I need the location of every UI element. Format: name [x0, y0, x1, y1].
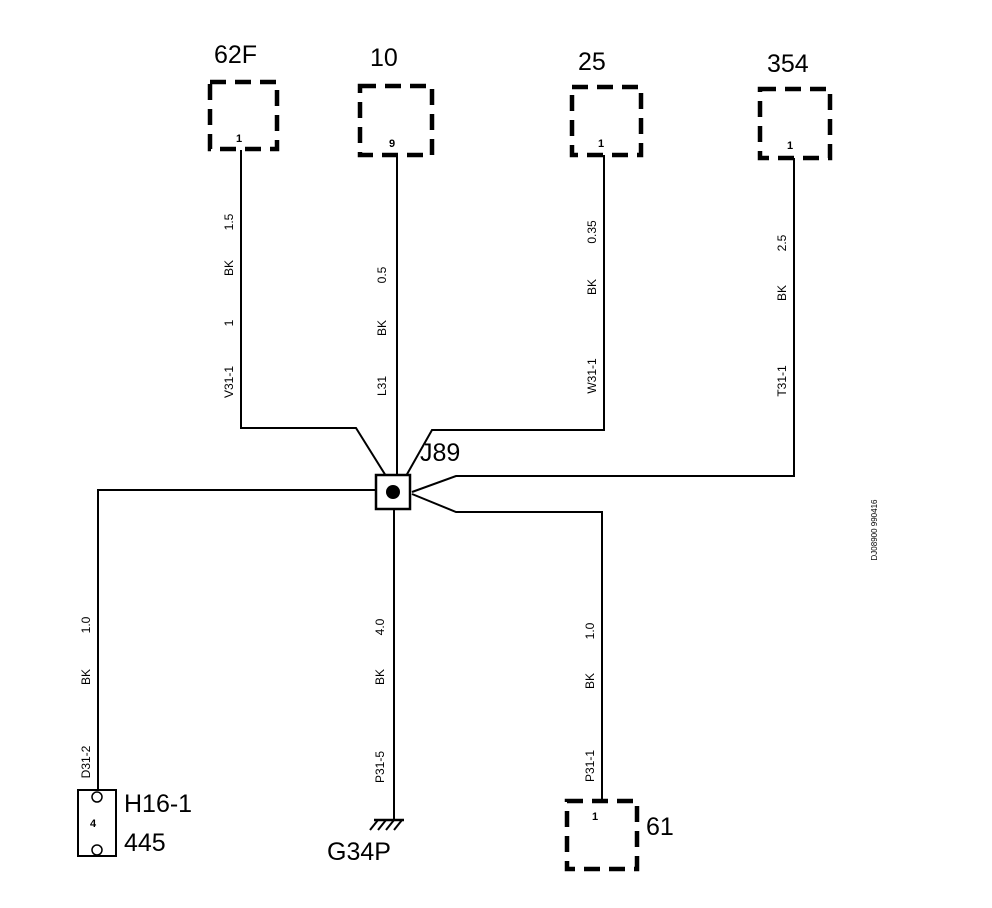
wire-354: [411, 158, 795, 493]
splice-dot: [386, 485, 400, 499]
wire-25-color: BK: [585, 279, 599, 295]
wire-10-circuit: L31: [375, 376, 389, 396]
wire-62f-extra: 1: [222, 319, 236, 326]
component-354-label: 354: [767, 50, 809, 78]
connector-h16-label: H16-1: [124, 790, 192, 818]
component-25-box: [569, 84, 644, 158]
wire-62f-color: BK: [222, 260, 236, 276]
wire-62f: [240, 150, 387, 477]
wire-354-circuit: T31-1: [775, 365, 789, 397]
component-10-label: 10: [370, 44, 398, 72]
component-354-pin: 1: [787, 140, 793, 152]
component-10-box: [357, 83, 435, 158]
wire-354-size: 2.5: [775, 234, 789, 251]
component-62f-box: [207, 79, 280, 152]
wire-10-size: 0.5: [375, 266, 389, 283]
wire-h16-color: BK: [79, 669, 93, 685]
wire-62f-size: 1.5: [222, 213, 236, 230]
wire-ground-size: 4.0: [373, 618, 387, 635]
wire-61-size: 1.0: [583, 622, 597, 639]
wire-h16-circuit: D31-2: [79, 745, 93, 778]
wire-61: [411, 493, 603, 800]
ground-icon: [369, 818, 404, 831]
wire-62f-circuit: V31-1: [222, 366, 236, 398]
splice-label: J89: [420, 439, 460, 467]
connector-h16-pin: 4: [90, 818, 97, 830]
component-61-box: [564, 798, 640, 872]
component-25-label: 25: [578, 48, 606, 76]
wire-354-color: BK: [775, 285, 789, 301]
wire-25: [405, 155, 605, 477]
wire-h16: [97, 489, 376, 790]
wire-ground-color: BK: [373, 669, 387, 685]
component-62f-pin: 1: [236, 133, 242, 145]
ground-label: G34P: [327, 838, 391, 866]
component-61-label: 61: [646, 813, 674, 841]
component-354-box: [757, 86, 833, 161]
wire-h16-size: 1.0: [79, 616, 93, 633]
wire-25-size: 0.35: [585, 220, 599, 244]
component-25-pin: 1: [598, 138, 604, 150]
wire-61-color: BK: [583, 673, 597, 689]
component-61-pin: 1: [592, 811, 598, 823]
connector-h16-bottom-hole: [91, 844, 103, 856]
wire-61-circuit: P31-1: [583, 750, 597, 782]
document-code: DJ08900 990416: [870, 499, 879, 560]
wire-10-color: BK: [375, 320, 389, 336]
component-62f-label: 62F: [214, 41, 257, 69]
connector-h16-top-hole: [91, 791, 103, 803]
connector-h16-sublabel: 445: [124, 829, 166, 857]
wire-25-circuit: W31-1: [585, 358, 599, 394]
wire-ground-circuit: P31-5: [373, 751, 387, 783]
component-10-pin: 9: [389, 138, 395, 150]
